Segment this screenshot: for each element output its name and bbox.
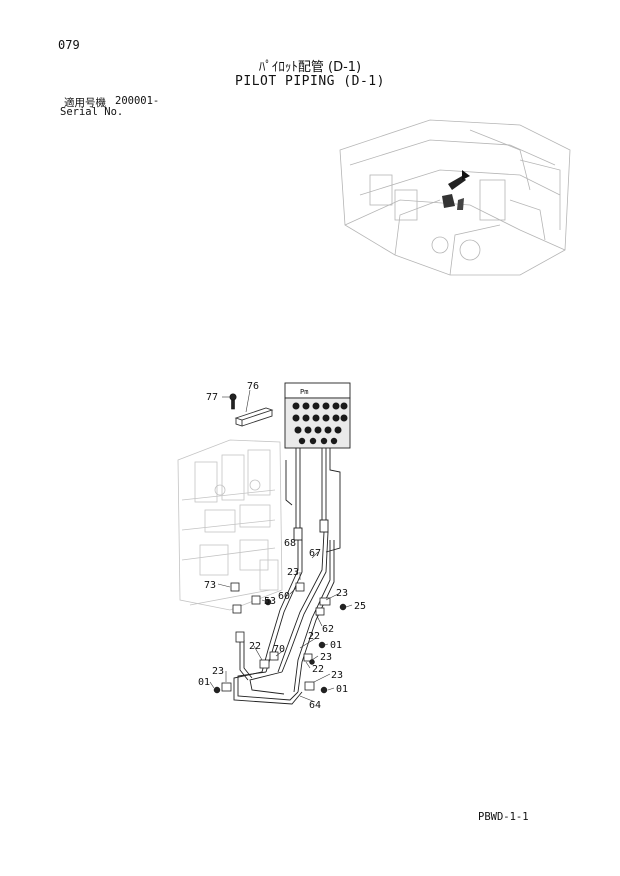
pilot-valve-block: Pm: [284, 382, 351, 449]
serial-number-value: 200001-: [115, 95, 160, 107]
callout-62: 62: [322, 624, 334, 635]
callout-70: 70: [273, 644, 285, 655]
callout-22-a: 22: [308, 631, 320, 642]
callout-01-b: 01: [198, 677, 210, 688]
callout-22-c: 22: [312, 664, 324, 675]
callout-23-a: 23: [287, 567, 299, 578]
callout-23-e: 23: [331, 670, 343, 681]
callout-67: 67: [309, 548, 321, 559]
callout-01-c: 01: [336, 684, 348, 695]
fittings: [221, 582, 331, 692]
callout-23-b: 23: [336, 588, 348, 599]
title-japanese: ﾊﾟｲﾛｯﾄ配管 (D-1): [258, 60, 362, 75]
pm-label: Pm: [300, 388, 308, 396]
callout-22-b: 22: [249, 641, 261, 652]
highlight-arrow-icon: [442, 170, 470, 210]
drawing-code: PBWD-1-1: [478, 811, 529, 823]
bolts: [213, 598, 347, 694]
callout-76: 76: [247, 381, 259, 392]
machine-overview-sketch: [339, 119, 571, 276]
callout-23-d: 23: [212, 666, 224, 677]
callout-01-a: 01: [330, 640, 342, 651]
callout-73: 73: [204, 580, 216, 591]
control-valve-background: [177, 439, 283, 611]
pilot-hoses: [285, 448, 341, 553]
bolt-77-icon: [229, 393, 237, 410]
bracket-76: [234, 407, 274, 427]
callout-53: 53: [264, 596, 276, 607]
serial-label-english: Serial No.: [60, 106, 124, 118]
serial-label-japanese: 適用号機: [64, 97, 106, 109]
leader-lines: [209, 389, 353, 703]
callout-labels: 77 76 68 67 23 73 53 60 23 25 62 22 01 2…: [198, 381, 366, 711]
callout-25: 25: [354, 601, 366, 612]
callout-60: 60: [278, 591, 290, 602]
page-number: 079: [58, 38, 80, 52]
callout-68: 68: [284, 538, 296, 549]
callout-64: 64: [309, 700, 321, 711]
title-english: PILOT PIPING (D-1): [235, 74, 385, 89]
callout-23-c: 23: [320, 652, 332, 663]
callout-77: 77: [206, 392, 218, 403]
